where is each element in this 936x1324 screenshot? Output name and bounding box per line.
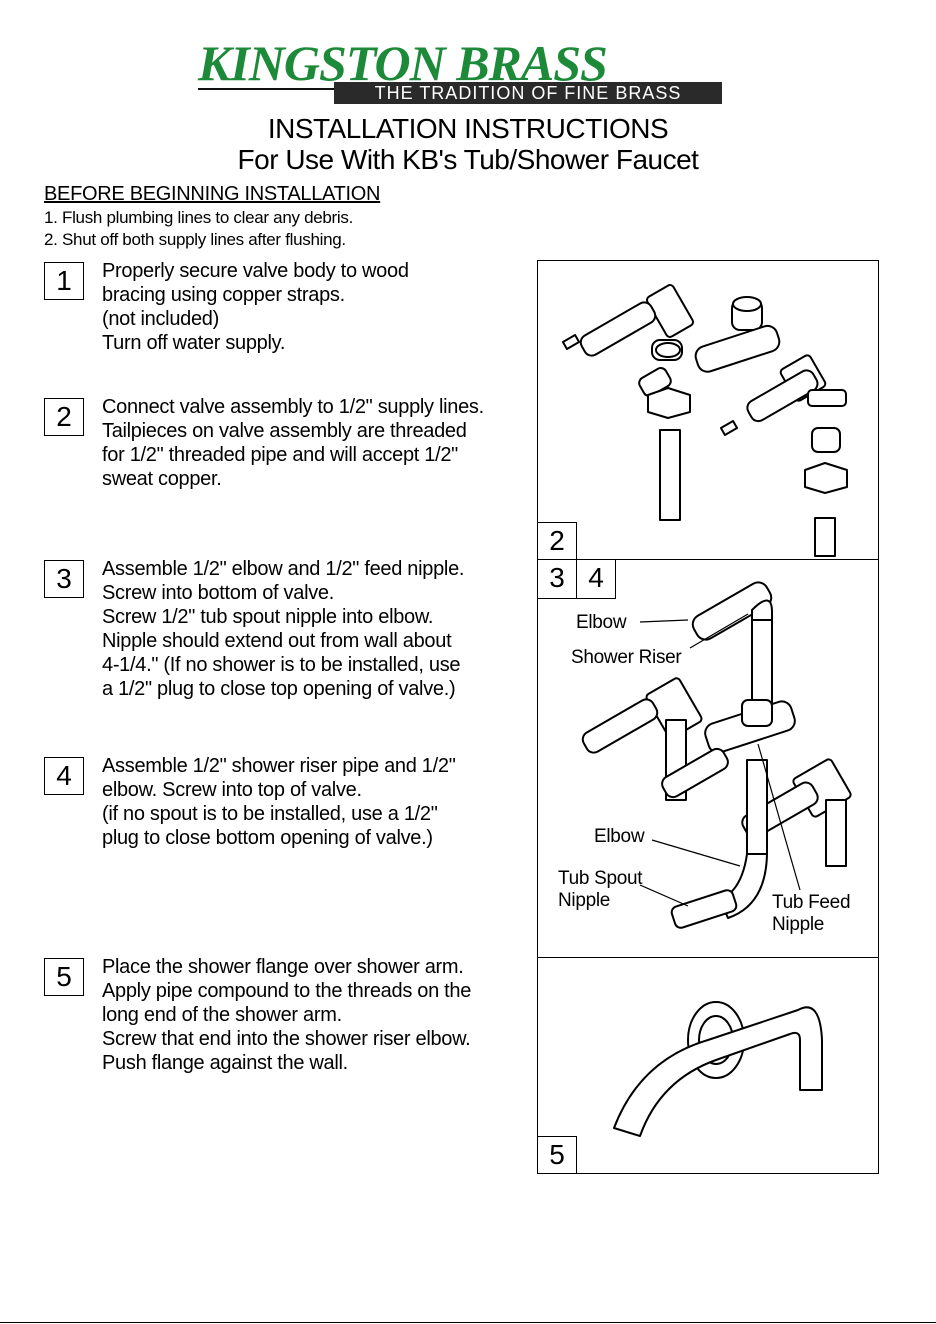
supply-pipe-left xyxy=(659,429,681,521)
figure-label-box xyxy=(537,1136,577,1174)
valve-stem-left xyxy=(579,301,657,357)
tub-feed-nipple xyxy=(746,759,768,855)
step-text: Assemble 1/2" shower riser pipe and 1/2"… xyxy=(102,754,456,850)
step-text: Assemble 1/2" elbow and 1/2" feed nipple… xyxy=(102,557,464,701)
brand-tagline: THE TRADITION OF FINE BRASS xyxy=(334,82,722,104)
step-line: (if no spout is to be installed, use a 1… xyxy=(102,803,438,825)
annotation-tub-spout: Tub Spout xyxy=(558,868,643,889)
valve-body xyxy=(694,324,781,373)
supply-nut-left xyxy=(647,387,691,419)
step-line: sweat copper. xyxy=(102,468,222,490)
brand-logo: KINGSTON BRASS xyxy=(198,35,608,91)
step-line: Tailpieces on valve assembly are threade… xyxy=(102,420,467,442)
step-line: 4-1/4." (If no shower is to be installed… xyxy=(102,654,461,676)
logo-underline xyxy=(198,88,338,90)
step-line: Place the shower flange over shower arm. xyxy=(102,956,464,978)
figure-label: 2 xyxy=(549,525,565,556)
page-bottom-rule xyxy=(0,1322,936,1323)
before-item: 2. Shut off both supply lines after flus… xyxy=(44,230,346,249)
before-item: 1. Flush plumbing lines to clear any deb… xyxy=(44,208,354,227)
step-text: Properly secure valve body to wood braci… xyxy=(102,259,409,355)
step-line: Apply pipe compound to the threads on th… xyxy=(102,980,472,1002)
tub-spout-nipple xyxy=(670,889,738,929)
shower-arm xyxy=(613,1006,823,1137)
figure-label: 4 xyxy=(588,562,604,593)
step-line: Nipple should extend out from wall about xyxy=(102,630,452,652)
step-line: bracing using copper straps. xyxy=(102,284,345,306)
step-line: Screw 1/2" tub spout nipple into elbow. xyxy=(102,606,434,628)
step-line: (not included) xyxy=(102,308,219,330)
step-number: 3 xyxy=(44,560,84,598)
step-line: long end of the shower arm. xyxy=(102,1004,342,1026)
step-text: Place the shower flange over shower arm.… xyxy=(102,955,471,1075)
step-line: plug to close bottom opening of valve.) xyxy=(102,827,433,849)
supply-nut-right xyxy=(804,462,848,494)
step-line: for 1/2" threaded pipe and will accept 1… xyxy=(102,444,458,466)
figure-step-2 xyxy=(537,260,879,560)
step-line: Push flange against the wall. xyxy=(102,1052,348,1074)
step-line: Assemble 1/2" elbow and 1/2" feed nipple… xyxy=(102,558,465,580)
step-line: Screw into bottom of valve. xyxy=(102,582,335,604)
figure-label-box xyxy=(576,559,616,599)
step-line: a 1/2" plug to close top opening of valv… xyxy=(102,678,456,700)
step-number: 4 xyxy=(44,757,84,795)
annotation-shower-riser: Shower Riser xyxy=(571,647,682,668)
elbow-top xyxy=(691,581,773,641)
step-line: Assemble 1/2" shower riser pipe and 1/2" xyxy=(102,755,456,777)
step-number: 5 xyxy=(44,958,84,996)
step-number: 2 xyxy=(44,398,84,436)
before-heading: BEFORE BEGINNING INSTALLATION xyxy=(44,183,381,205)
figure-label: 3 xyxy=(549,562,565,593)
valve-stem-right xyxy=(746,369,819,423)
page-title: INSTALLATION INSTRUCTIONS xyxy=(267,113,669,144)
page-subtitle: For Use With KB's Tub/Shower Faucet xyxy=(237,144,699,175)
annotation-tub-feed-nipple: Nipple xyxy=(772,914,825,935)
figure-label: 5 xyxy=(549,1139,565,1170)
step-number: 1 xyxy=(44,262,84,300)
step-line: Turn off water supply. xyxy=(102,332,286,354)
valve-handle-housing-left xyxy=(645,284,695,338)
step-line: Connect valve assembly to 1/2" supply li… xyxy=(102,396,484,418)
step-text: Connect valve assembly to 1/2" supply li… xyxy=(102,395,484,491)
annotation-tub-feed: Tub Feed xyxy=(772,892,851,913)
annotation-tub-spout-nipple: Nipple xyxy=(558,890,611,911)
step-line: Properly secure valve body to wood xyxy=(102,260,409,282)
annotation-elbow-bottom: Elbow xyxy=(594,826,645,847)
step-line: elbow. Screw into top of valve. xyxy=(102,779,362,801)
adapter-right xyxy=(811,427,841,453)
annotation-elbow-top: Elbow xyxy=(576,612,627,633)
step-line: Screw that end into the shower riser elb… xyxy=(102,1028,471,1050)
